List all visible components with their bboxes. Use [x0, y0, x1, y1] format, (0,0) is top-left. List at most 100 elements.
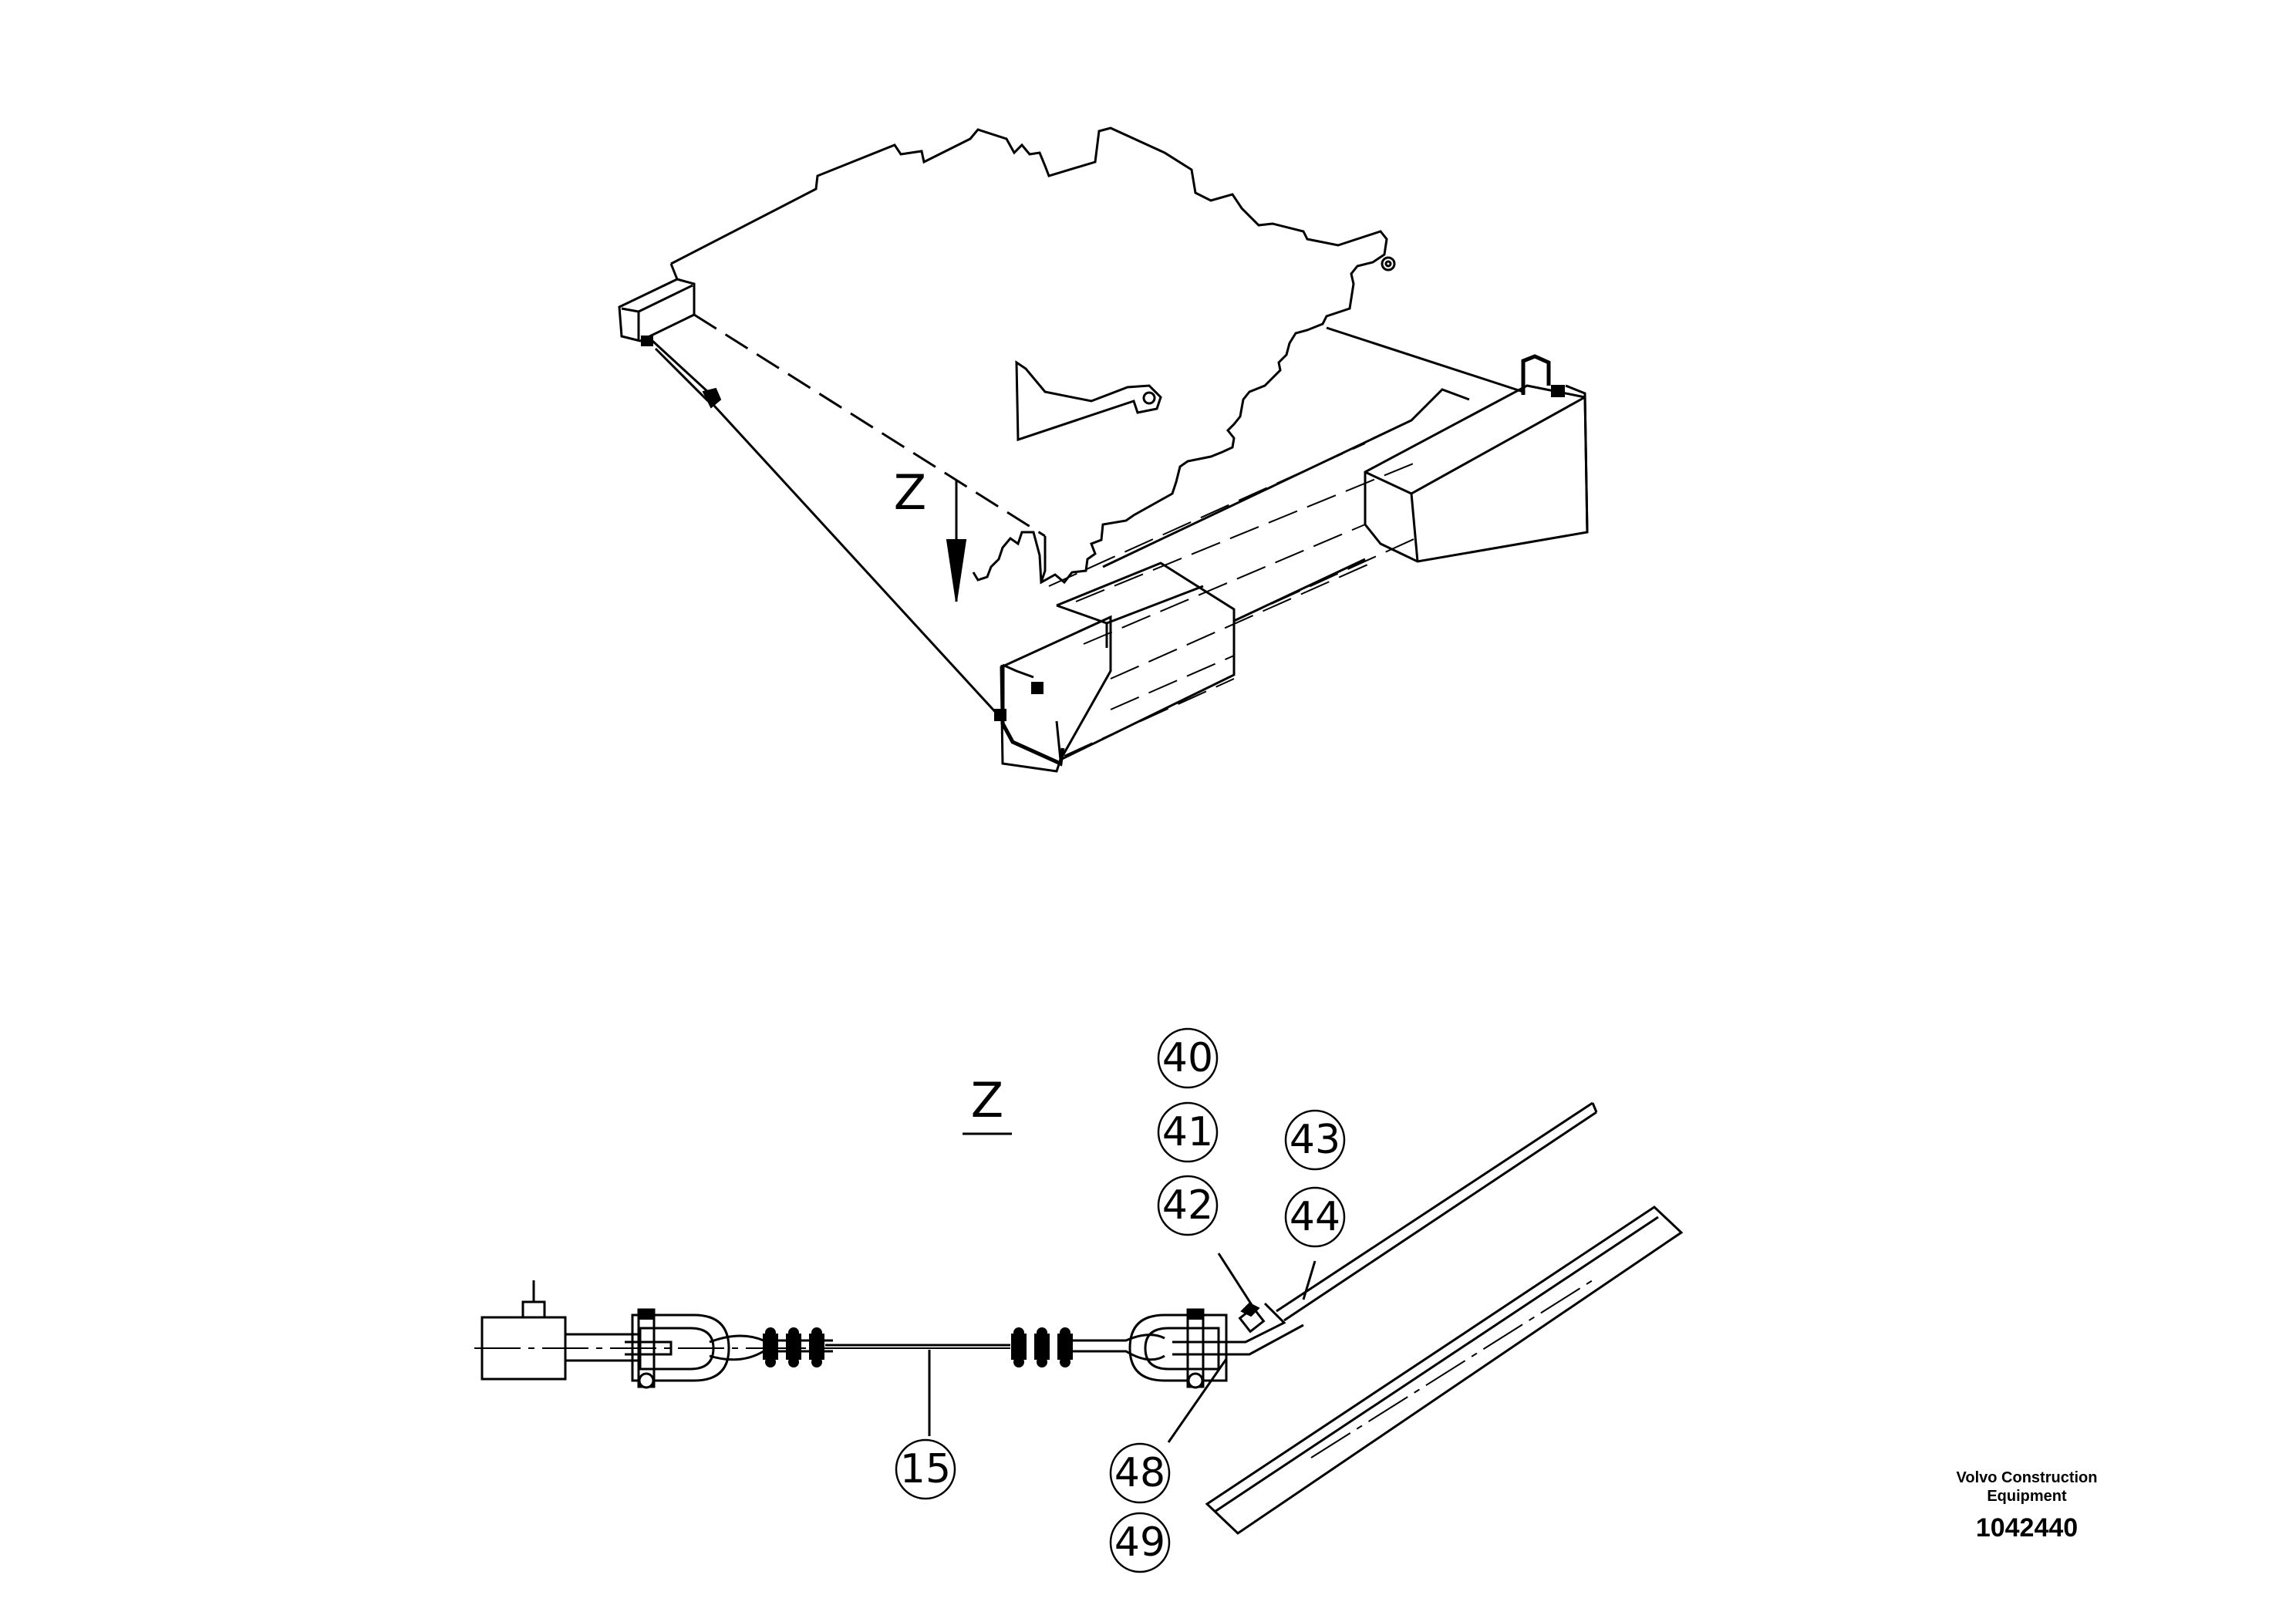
callout-41-label: 41 — [1162, 1109, 1213, 1155]
right-box-top — [1411, 396, 1586, 495]
frame-hinge-eye-inner — [1384, 260, 1392, 268]
bracket-strap-2 — [1226, 1324, 1304, 1356]
right-box — [1364, 384, 1589, 563]
right-cable-eye — [1072, 1334, 1165, 1342]
clamp-left-2-nut-bot — [788, 1357, 799, 1367]
callout-49: 49 — [1109, 1512, 1171, 1573]
right-cable-eye-2 — [1072, 1350, 1165, 1361]
callout-41: 41 — [1157, 1101, 1219, 1163]
isometric-assembly-view: Z — [618, 126, 1589, 773]
callout-44: 44 — [1284, 1186, 1346, 1248]
clamp-left-1-nut-top — [765, 1327, 776, 1338]
view-arrow-head — [946, 539, 967, 602]
left-shackle — [625, 1308, 730, 1389]
callout-48: 48 — [1109, 1442, 1171, 1504]
right-end-plate-2 — [1565, 384, 1589, 533]
beam-hidden-bottom — [1110, 562, 1372, 679]
callout-43: 43 — [1284, 1109, 1346, 1171]
left-shackle-nut — [638, 1372, 655, 1389]
bracket-strap — [1226, 1302, 1286, 1344]
left-end-plate — [1000, 665, 1065, 767]
left-cable-upper — [651, 339, 711, 395]
callout-41-circle — [1157, 1101, 1219, 1163]
clamp-left-3-nut-bot — [811, 1357, 822, 1367]
left-cable-lower — [713, 404, 1000, 717]
brand-line-1: Volvo Construction — [1957, 1469, 2098, 1486]
leader-44 — [1302, 1260, 1317, 1300]
callout-42: 42 — [1157, 1175, 1219, 1236]
mounting-block-top — [638, 284, 693, 313]
right-shackle — [1128, 1308, 1228, 1389]
callout-42-label: 42 — [1162, 1182, 1213, 1229]
beam-hidden-top — [1048, 443, 1366, 587]
beam-hidden-mid — [1075, 462, 1416, 602]
hidden-frame-edge — [693, 313, 1046, 538]
beam-hidden-low2 — [1233, 535, 1421, 622]
frame-hinge-eye — [1381, 256, 1396, 271]
left-turnbuckle — [702, 387, 722, 409]
frame-lower-edge — [1040, 536, 1047, 583]
lower-box-hidden-1 — [1110, 655, 1235, 710]
left-cable-clamps — [709, 1327, 833, 1367]
clamp-right-3-nut-bot — [1060, 1357, 1070, 1367]
view-arrow-label: Z — [894, 464, 926, 521]
callout-42-circle — [1157, 1175, 1219, 1236]
upper-inclined-plate — [1276, 1101, 1593, 1313]
detail-view-label: Z — [971, 1072, 1003, 1128]
left-box-top — [1106, 585, 1204, 625]
callout-40: 40 — [1157, 1027, 1219, 1089]
left-box — [1055, 561, 1236, 762]
callout-49-label: 49 — [1114, 1519, 1165, 1566]
right-shackle-slot — [1172, 1340, 1228, 1356]
mounting-block-face — [621, 307, 640, 339]
clamp-right-1-nut-bot — [1013, 1357, 1024, 1367]
anchor-block — [474, 1280, 1003, 1381]
right-cable-clamps — [1011, 1327, 1165, 1367]
callout-44-label: 44 — [1290, 1194, 1340, 1240]
clamp-left-3-nut-top — [811, 1327, 822, 1338]
left-shackle-pin-head — [638, 1309, 655, 1320]
beam-hidden-lower — [1083, 524, 1366, 645]
clamp-right-2-nut-bot — [1037, 1357, 1047, 1367]
clamp-right-1-nut-top — [1013, 1327, 1024, 1338]
callout-40-label: 40 — [1162, 1035, 1213, 1081]
leader-42 — [1217, 1253, 1255, 1308]
lower-inclined-plate — [1205, 1206, 1684, 1535]
bracket-nut — [1240, 1302, 1260, 1317]
inner-bracket — [1015, 360, 1162, 442]
lower-box-hidden-2 — [1064, 678, 1235, 757]
document-number: 1042440 — [1976, 1513, 2078, 1543]
clamp-right-2-nut-top — [1037, 1327, 1047, 1338]
lower-inclined-plate-inner — [1214, 1216, 1659, 1513]
callout-15: 15 — [895, 1438, 956, 1500]
right-shackle-inner — [1144, 1327, 1220, 1371]
left-shackle-body — [631, 1313, 730, 1382]
right-end-clamp — [1551, 385, 1565, 397]
upper-inclined-plate-end — [1591, 1102, 1598, 1113]
right-end-plate — [1521, 354, 1551, 395]
callout-49-circle — [1109, 1512, 1171, 1573]
anchor-block-lug — [521, 1300, 546, 1319]
upper-inclined-plate-2 — [1283, 1111, 1597, 1322]
clamp-right-3-nut-top — [1060, 1327, 1070, 1338]
callout-48-circle — [1109, 1442, 1171, 1504]
clamp-left-1-nut-bot — [765, 1357, 776, 1367]
left-attachment-pin — [641, 336, 652, 346]
left-cable-upper-2 — [654, 347, 710, 403]
left-end-plate-top — [1002, 663, 1034, 679]
right-cable — [1326, 326, 1524, 393]
callout-43-circle — [1284, 1109, 1346, 1171]
callout-48-label: 48 — [1114, 1450, 1165, 1496]
left-box-front — [1056, 604, 1108, 648]
left-end-cable-clamp — [994, 709, 1006, 721]
machine-frame-outline — [670, 126, 1388, 585]
callout-44-circle — [1284, 1186, 1346, 1248]
callout-15-circle — [895, 1438, 956, 1500]
callout-43-label: 43 — [1290, 1117, 1340, 1163]
clamp-left-2-nut-top — [788, 1327, 799, 1338]
view-direction-arrow: Z — [894, 464, 967, 602]
left-shackle-slot — [625, 1340, 673, 1356]
beam-visible-back — [1233, 558, 1366, 622]
leader-48 — [1167, 1358, 1228, 1443]
lower-inclined-plate-centerline — [1310, 1280, 1593, 1458]
